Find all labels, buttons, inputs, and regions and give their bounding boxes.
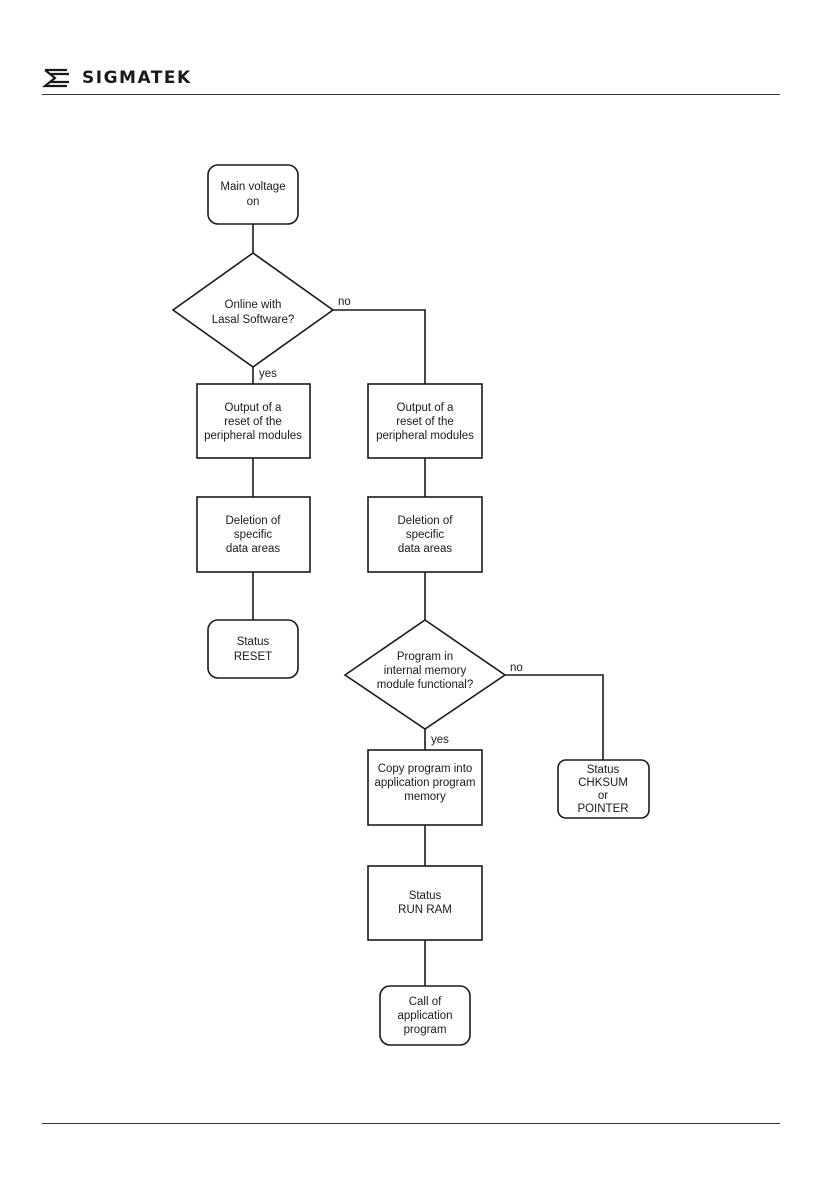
label-program-yes: yes [431,734,449,746]
node-reset-left-line-3: peripheral modules [204,430,302,442]
node-status-run-ram-line-2: RUN RAM [398,904,452,916]
node-delete-left-line-2: specific [234,529,273,541]
node-online-decision: Online with Lasal Software? [171,252,335,368]
node-status-reset-line-2: RESET [234,651,272,663]
connector-program-no [505,674,604,760]
node-program-decision: Program in internal memory module functi… [343,619,507,730]
footer-rule [42,1123,780,1124]
node-status-run-ram: Status RUN RAM [367,865,483,941]
node-status-chksum: Status CHKSUM or POINTER [557,759,650,819]
node-delete-right-line-1: Deletion of [398,515,454,527]
node-status-chksum-line-4: POINTER [577,803,628,815]
node-online-decision-line-2: Lasal Software? [212,314,294,326]
node-program-decision-line-1: Program in [397,651,453,663]
connectors [252,224,604,986]
header-rule [42,94,780,95]
node-status-reset: Status RESET [207,619,299,679]
label-online-no: no [338,296,351,308]
node-status-reset-line-1: Status [237,636,270,648]
node-call-program-line-2: application [398,1010,453,1022]
node-reset-right: Output of a reset of the peripheral modu… [367,383,483,459]
node-copy-program-line-1: Copy program into [378,763,473,775]
node-status-chksum-line-3: or [598,790,608,802]
header-logo: SIGMATEK [42,66,232,90]
node-delete-right-line-3: data areas [398,543,453,555]
node-online-decision-line-1: Online with [225,299,282,311]
node-delete-right: Deletion of specific data areas [367,496,483,573]
node-copy-program-line-3: memory [404,791,446,803]
connector-online-no [333,309,426,384]
node-delete-left-line-1: Deletion of [226,515,282,527]
node-delete-left: Deletion of specific data areas [196,496,311,573]
node-reset-left-line-2: reset of the [224,416,282,428]
node-copy-program-line-2: application program [374,777,475,789]
node-call-program-line-3: program [404,1024,447,1036]
node-reset-right-line-1: Output of a [397,402,455,414]
node-copy-program: Copy program into application program me… [367,749,483,826]
label-online-yes: yes [259,368,277,380]
brand-name: SIGMATEK [82,68,192,88]
node-reset-left-line-1: Output of a [225,402,283,414]
node-status-run-ram-line-1: Status [409,890,442,902]
node-main-voltage-line-2: on [247,196,260,208]
node-main-voltage: Main voltage on [207,164,299,225]
node-program-decision-line-3: module functional? [377,679,474,691]
node-call-program-line-1: Call of [409,996,442,1008]
node-delete-left-line-3: data areas [226,543,281,555]
node-status-chksum-line-2: CHKSUM [578,777,628,789]
node-reset-left: Output of a reset of the peripheral modu… [196,383,311,459]
node-reset-right-line-2: reset of the [396,416,454,428]
node-delete-right-line-2: specific [406,529,445,541]
node-reset-right-line-3: peripheral modules [376,430,474,442]
node-program-decision-line-2: internal memory [384,665,467,677]
node-call-program: Call of application program [379,985,471,1046]
label-program-no: no [510,662,523,674]
node-status-chksum-line-1: Status [587,764,620,776]
sigmatek-logo-icon [42,68,69,88]
node-main-voltage-line-1: Main voltage [220,181,285,193]
